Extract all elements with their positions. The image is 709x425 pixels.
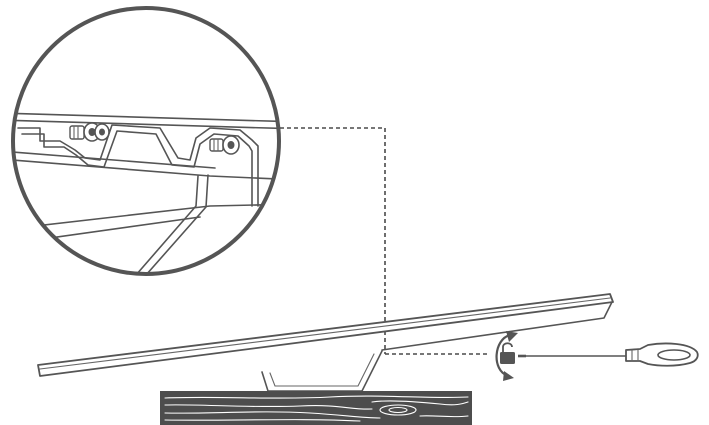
rotate-arrow-icon [495, 331, 518, 381]
leader-lines [280, 127, 490, 355]
solar-panel [37, 293, 614, 377]
bolt-left-icon [69, 122, 110, 142]
wood-plank-icon [160, 391, 472, 425]
bolt-right-icon [209, 135, 240, 155]
zoom-detail-view [11, 6, 281, 276]
screwdriver-icon [518, 342, 699, 367]
padlock-icon [500, 342, 515, 364]
mounting-bracket [261, 350, 383, 392]
